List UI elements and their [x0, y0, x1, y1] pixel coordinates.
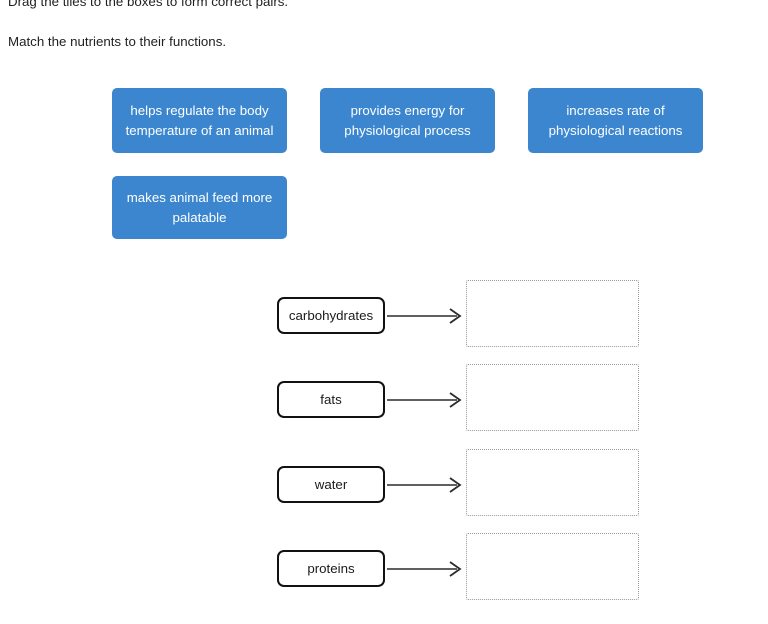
arrow-icon — [387, 308, 462, 324]
arrow-icon — [387, 561, 462, 577]
match-row: proteins — [0, 532, 768, 602]
match-row: fats — [0, 363, 768, 433]
drop-target[interactable] — [466, 280, 639, 347]
term-label-box: proteins — [277, 550, 385, 587]
prompt-text: Match the nutrients to their functions. — [8, 34, 227, 49]
drop-target[interactable] — [466, 364, 639, 431]
answer-tile[interactable]: increases rate of physiological reaction… — [528, 88, 703, 153]
answer-tile[interactable]: provides energy for physiological proces… — [320, 88, 495, 153]
term-label-box: fats — [277, 381, 385, 418]
drag-instruction-text: Drag the tiles to the boxes to form corr… — [8, 0, 289, 9]
answer-tile[interactable]: makes animal feed more palatable — [112, 176, 287, 239]
answer-tile[interactable]: helps regulate the body temperature of a… — [112, 88, 287, 153]
match-row: water — [0, 448, 768, 518]
arrow-icon — [387, 477, 462, 493]
match-row: carbohydrates — [0, 279, 768, 349]
drop-target[interactable] — [466, 449, 639, 516]
drop-target[interactable] — [466, 533, 639, 600]
arrow-icon — [387, 392, 462, 408]
term-label-box: water — [277, 466, 385, 503]
term-label-box: carbohydrates — [277, 297, 385, 334]
